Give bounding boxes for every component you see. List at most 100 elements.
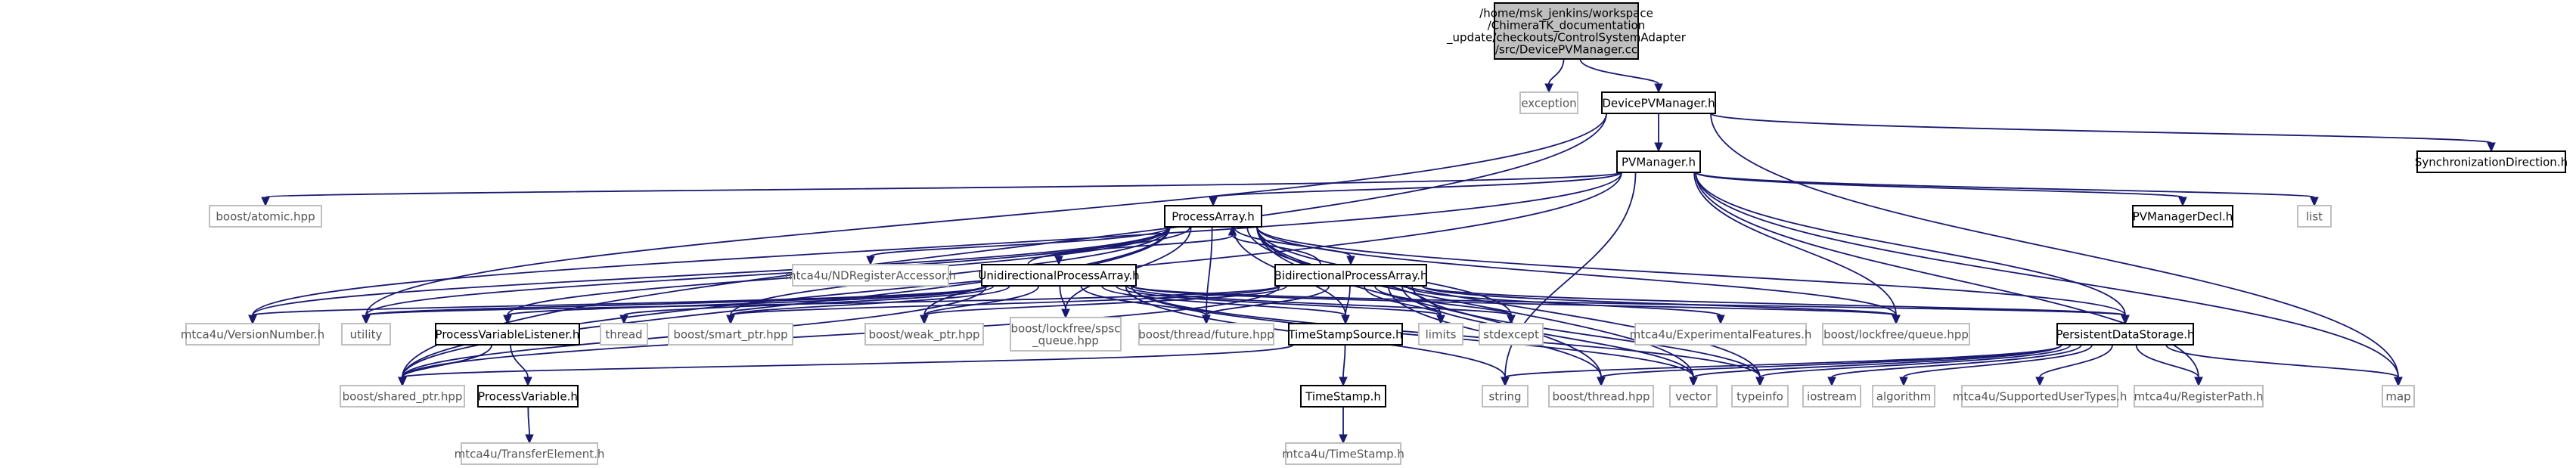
node-label: algorithm [1876,389,1931,403]
edge-arrowhead [1209,197,1218,207]
node-label: vector [1675,389,1712,403]
node-box [2132,205,2233,228]
edge-line [1131,285,1694,378]
edge-arrowhead [1202,315,1211,325]
edge-line [1903,344,2093,378]
edge-arrowhead [1716,315,1725,325]
node-box [1288,323,1403,346]
node-vector: vector [1669,385,1718,408]
edge-line [1600,344,2062,378]
node-box [1482,385,1529,408]
node-box [1479,323,1544,346]
edge-line [1131,285,1897,316]
node-box [1872,385,1935,408]
edge-pds-to-vector [1689,344,2062,387]
node-label: PersistentDataStorage.h [2056,327,2195,341]
edge-line [1115,285,1442,316]
edge-line [1125,285,1512,316]
node-dpvm[interactable]: DevicePVManager.h [1601,91,1716,114]
edge-pvm-to-lfqueue [1693,172,1901,325]
edge-arrowhead [2178,197,2187,207]
edge-line [1345,285,1351,316]
edge-bpa-to-smartptr [726,285,1280,325]
node-atomic: boost/atomic.hpp [209,205,322,228]
node-syncdir[interactable]: SynchronizationDirection.h [2415,150,2568,173]
edge-arrowhead [1339,377,1348,387]
node-label: limits [1426,327,1457,341]
edge-line [1231,234,1321,265]
node-pvl[interactable]: ProcessVariableListener.h [435,323,580,346]
node-box [209,205,322,228]
node-suptypes: mtca4u/SupportedUserTypes.h [1953,385,2128,408]
edge-arrowhead [2310,197,2319,207]
node-pvmdecl[interactable]: PVManagerDecl.h [2132,205,2233,228]
node-label: boost/weak_ptr.hpp [868,327,979,342]
edge-line [870,226,1170,257]
edge-arrowhead [1346,256,1355,266]
dependency-nodes: /home/msk_jenkins/workspace/ChimeraTK_do… [181,2,2568,465]
edge-arrowhead [726,315,735,325]
edge-line [1080,285,1207,316]
edge-line [365,285,987,316]
node-tss[interactable]: TimeStampSource.h [1287,323,1403,346]
edge-pds-to-algorithm [1899,344,2093,387]
node-stdexc: stdexcept [1479,323,1544,346]
edge-line [1206,285,1330,316]
edge-bpa-to-utility [362,285,1280,325]
node-exc: exception [1519,91,1578,114]
node-label: utility [350,327,383,341]
node-label: map [2385,389,2410,403]
edge-arrowhead [1501,377,1510,387]
node-box [1285,442,1401,465]
edge-pa-to-bthread [1256,226,1606,387]
node-box [1274,264,1427,287]
node-iostream: iostream [1802,385,1861,408]
edge-upa-to-pvl [503,285,987,325]
node-pvm[interactable]: PVManager.h [1616,150,1701,173]
node-pds[interactable]: PersistentDataStorage.h [2056,323,2195,346]
edge-line [1256,226,2126,316]
edge-arrowhead [2487,142,2496,153]
node-label: mtca4u/NDRegisterAccessor.h [785,268,956,282]
edge-line [1710,113,2492,144]
node-label: mtca4u/RegisterPath.h [2134,389,2263,403]
node-root[interactable]: /home/msk_jenkins/workspace/ChimeraTK_do… [1446,2,1687,60]
node-string: string [1482,385,1529,408]
edge-pvm-to-list [1695,172,2319,207]
node-box [1548,385,1654,408]
node-expfeat: mtca4u/ExperimentalFeatures.h [1630,323,1811,346]
node-label: TimeStampSource.h [1287,327,1402,341]
node-box [435,323,580,346]
node-label: boost/lockfree/spsc_queue.hpp [1011,321,1121,348]
node-bpa[interactable]: BidirectionalProcessArray.h [1274,264,1428,287]
node-pv[interactable]: ProcessVariable.h [477,385,579,408]
node-box [340,385,465,408]
edge-bpa-to-weakptr [920,285,1288,325]
edge-bpa-to-pa [1227,225,1321,265]
node-vernum: mtca4u/VersionNumber.h [181,323,324,346]
node-upa[interactable]: UnidirectionalProcessArray.h [978,264,1140,287]
node-label: /home/msk_jenkins/workspace/ChimeraTK_do… [1446,6,1687,56]
edge-line [2165,344,2399,378]
node-pa[interactable]: ProcessArray.h [1164,205,1262,228]
node-box [1300,385,1386,408]
edge-arrowhead [1899,377,1908,387]
edge-bpa-to-tss [1341,285,1351,325]
node-box [461,442,598,465]
node-ndreg: mtca4u/NDRegisterAccessor.h [785,264,956,287]
edge-line [1411,285,1761,378]
edge-pds-to-regpath [2135,344,2203,387]
edge-pds-to-suptypes [2035,344,2113,387]
edge-line [1695,172,2199,378]
node-label: PVManagerDecl.h [2133,209,2233,223]
node-label: mtca4u/TransferElement.h [455,447,605,460]
node-ts[interactable]: TimeStamp.h [1300,385,1386,408]
edge-bpa-to-lfqueue [1421,285,1901,325]
node-box [1138,323,1274,346]
edge-upa-to-spsc [1059,285,1070,319]
edge-arrowhead [1341,315,1350,325]
node-label: mtca4u/SupportedUserTypes.h [1953,389,2128,403]
node-label: TimeStamp.h [1305,389,1381,403]
node-label: boost/atomic.hpp [216,209,315,223]
node-regpath: mtca4u/RegisterPath.h [2134,385,2264,408]
